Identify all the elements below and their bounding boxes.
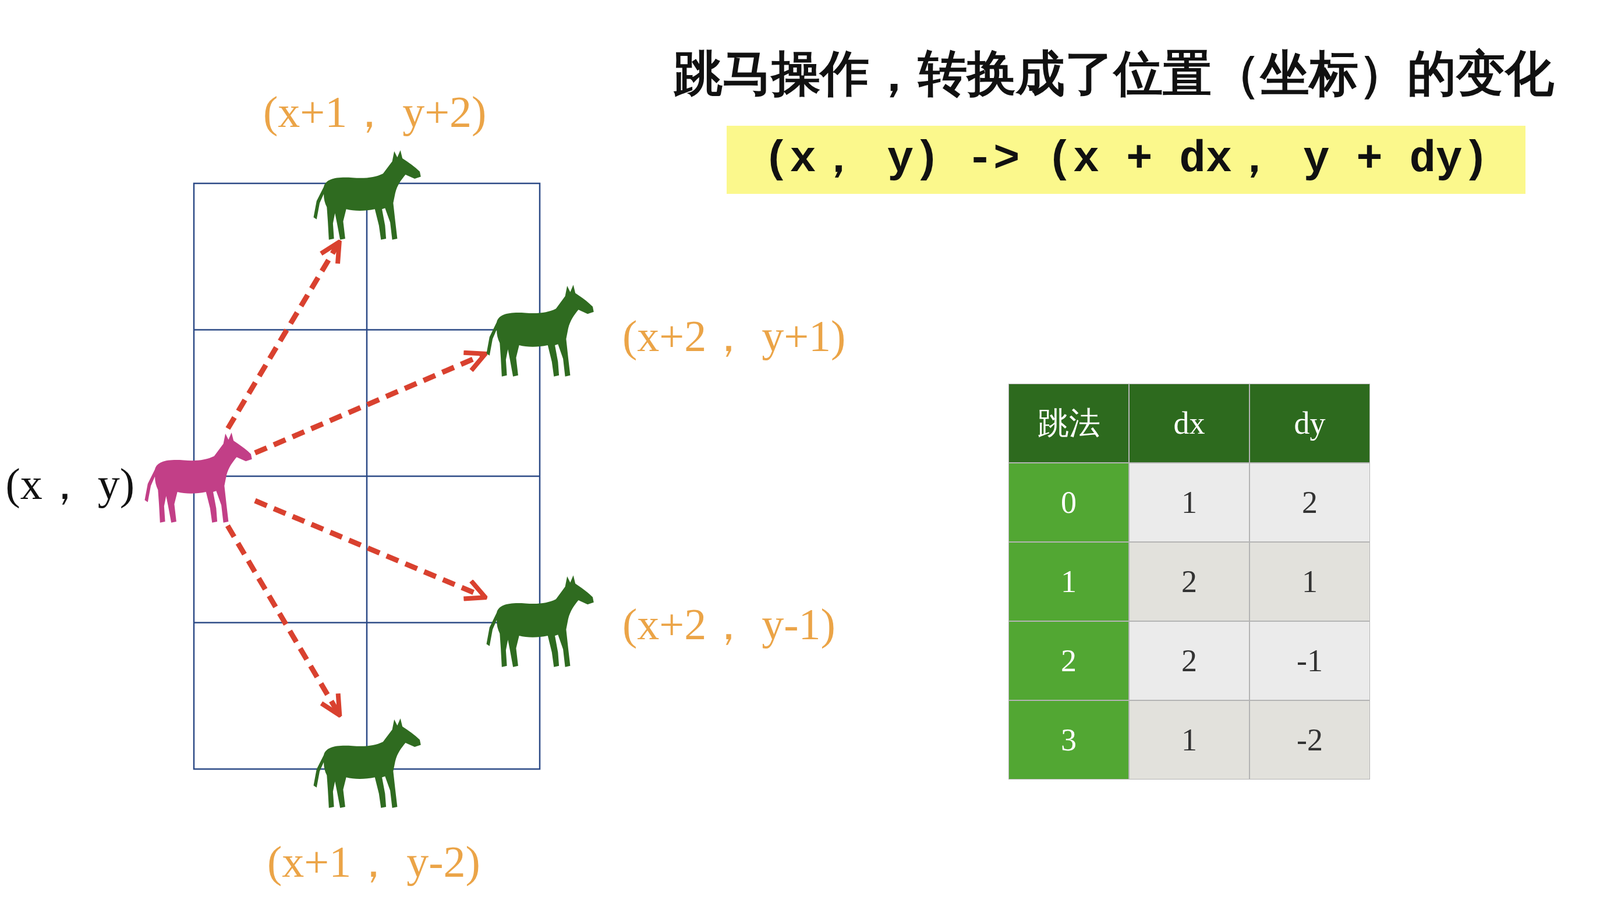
coordinate-label: (x+1， y-2) xyxy=(267,837,481,887)
table-cell: 1 xyxy=(1249,542,1371,622)
coordinate-label: (x， y) xyxy=(5,459,135,509)
table-cell: 2 xyxy=(1128,542,1250,622)
knight-node: (x+1， y-2) xyxy=(311,714,424,812)
grid-line xyxy=(193,475,540,478)
horse-silhouette xyxy=(313,150,421,240)
table-header: 跳法 xyxy=(1008,383,1129,463)
table-header: dy xyxy=(1249,383,1371,463)
formula-box: (x， y) -> (x + dx， y + dy) xyxy=(726,125,1526,194)
table-cell: -2 xyxy=(1249,700,1371,780)
horse-icon xyxy=(311,146,424,243)
grid-border xyxy=(193,183,540,770)
horse-icon xyxy=(484,280,597,380)
knight-node: (x+1， y+2) xyxy=(311,146,424,243)
table-cell: -1 xyxy=(1249,621,1371,701)
horse-icon xyxy=(484,571,597,671)
grid-line xyxy=(193,328,540,331)
move-index: 2 xyxy=(1008,621,1129,701)
move-arrow xyxy=(227,525,340,715)
title: 跳马操作，转换成了位置（坐标）的变化 xyxy=(673,45,1555,102)
move-index: 3 xyxy=(1008,700,1129,780)
knight-node: (x+2， y+1) xyxy=(484,280,597,380)
move-index: 1 xyxy=(1008,542,1129,622)
move-index: 0 xyxy=(1008,462,1129,543)
horse-icon xyxy=(311,714,424,812)
horse-icon xyxy=(142,428,256,526)
table-cell: 1 xyxy=(1128,462,1250,543)
grid-line xyxy=(193,621,540,624)
coordinate-label: (x+2， y+1) xyxy=(622,312,846,361)
horse-silhouette xyxy=(144,432,253,523)
horse-silhouette xyxy=(486,575,594,667)
formula-text: (x， y) -> (x + dx， y + dy) xyxy=(763,135,1490,185)
move-arrow xyxy=(255,354,485,453)
knight-node: (x， y) xyxy=(142,428,256,526)
table-header: dx xyxy=(1128,383,1250,463)
horse-silhouette xyxy=(313,718,421,809)
knight-node: (x+2， y-1) xyxy=(484,571,597,671)
move-arrow xyxy=(255,500,485,597)
table-cell: 1 xyxy=(1128,700,1250,780)
coordinate-label: (x+1， y+2) xyxy=(263,87,487,137)
move-arrow xyxy=(227,242,339,429)
table-cell: 2 xyxy=(1128,621,1250,701)
coordinate-label: (x+2， y-1) xyxy=(622,600,836,650)
horse-silhouette xyxy=(486,284,594,377)
table-cell: 2 xyxy=(1249,462,1371,543)
